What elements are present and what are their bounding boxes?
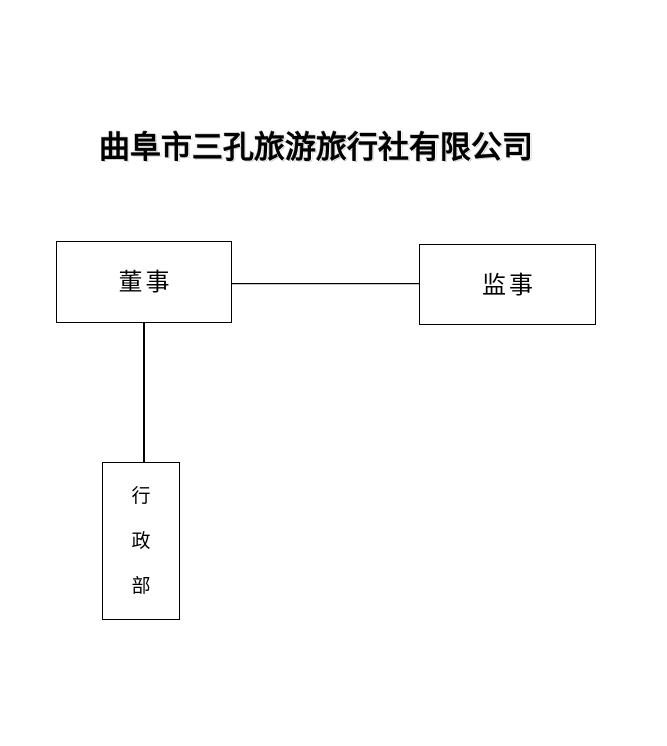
node-director-label: 董事 bbox=[118, 268, 173, 296]
connector-director-to-supervisor bbox=[232, 283, 419, 285]
node-supervisor[interactable]: 监事 bbox=[419, 244, 596, 325]
node-admin-department-label: 行 政 部 bbox=[131, 484, 151, 597]
node-admin-department[interactable]: 行 政 部 bbox=[102, 462, 180, 620]
node-director[interactable]: 董事 bbox=[56, 241, 232, 323]
node-supervisor-label: 监事 bbox=[482, 270, 536, 299]
page-title: 曲阜市三孔旅游旅行社有限公司 bbox=[99, 130, 533, 166]
connector-director-to-admin bbox=[143, 322, 145, 463]
